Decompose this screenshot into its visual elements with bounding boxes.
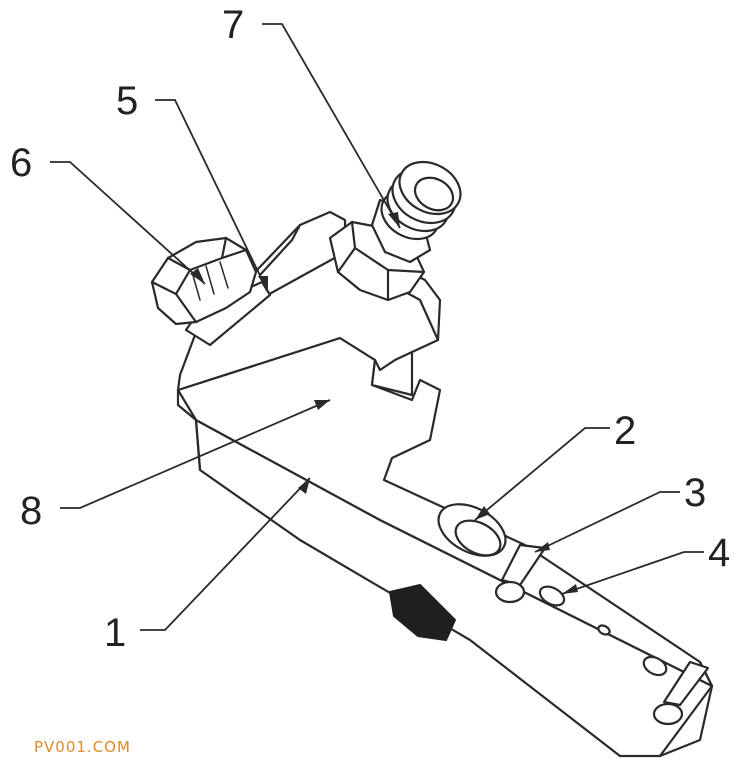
leader-lines (50, 23, 704, 631)
pin-upper (494, 543, 547, 604)
label-7: 7 (222, 3, 244, 47)
bracket-plate (176, 336, 714, 758)
watermark: PV001.COM (34, 738, 131, 756)
counterbore-hole (437, 503, 507, 557)
label-1: 1 (104, 611, 126, 655)
label-6: 6 (10, 141, 32, 185)
label-4: 4 (708, 531, 730, 575)
pin-lower (652, 660, 710, 726)
label-2: 2 (614, 409, 636, 453)
underside-boss (388, 583, 457, 642)
label-3: 3 (684, 471, 706, 515)
leader-arrowheads (190, 212, 578, 594)
label-5: 5 (116, 79, 138, 123)
hex-fitting (328, 160, 462, 302)
label-8: 8 (20, 489, 42, 533)
mounting-holes (538, 585, 668, 677)
